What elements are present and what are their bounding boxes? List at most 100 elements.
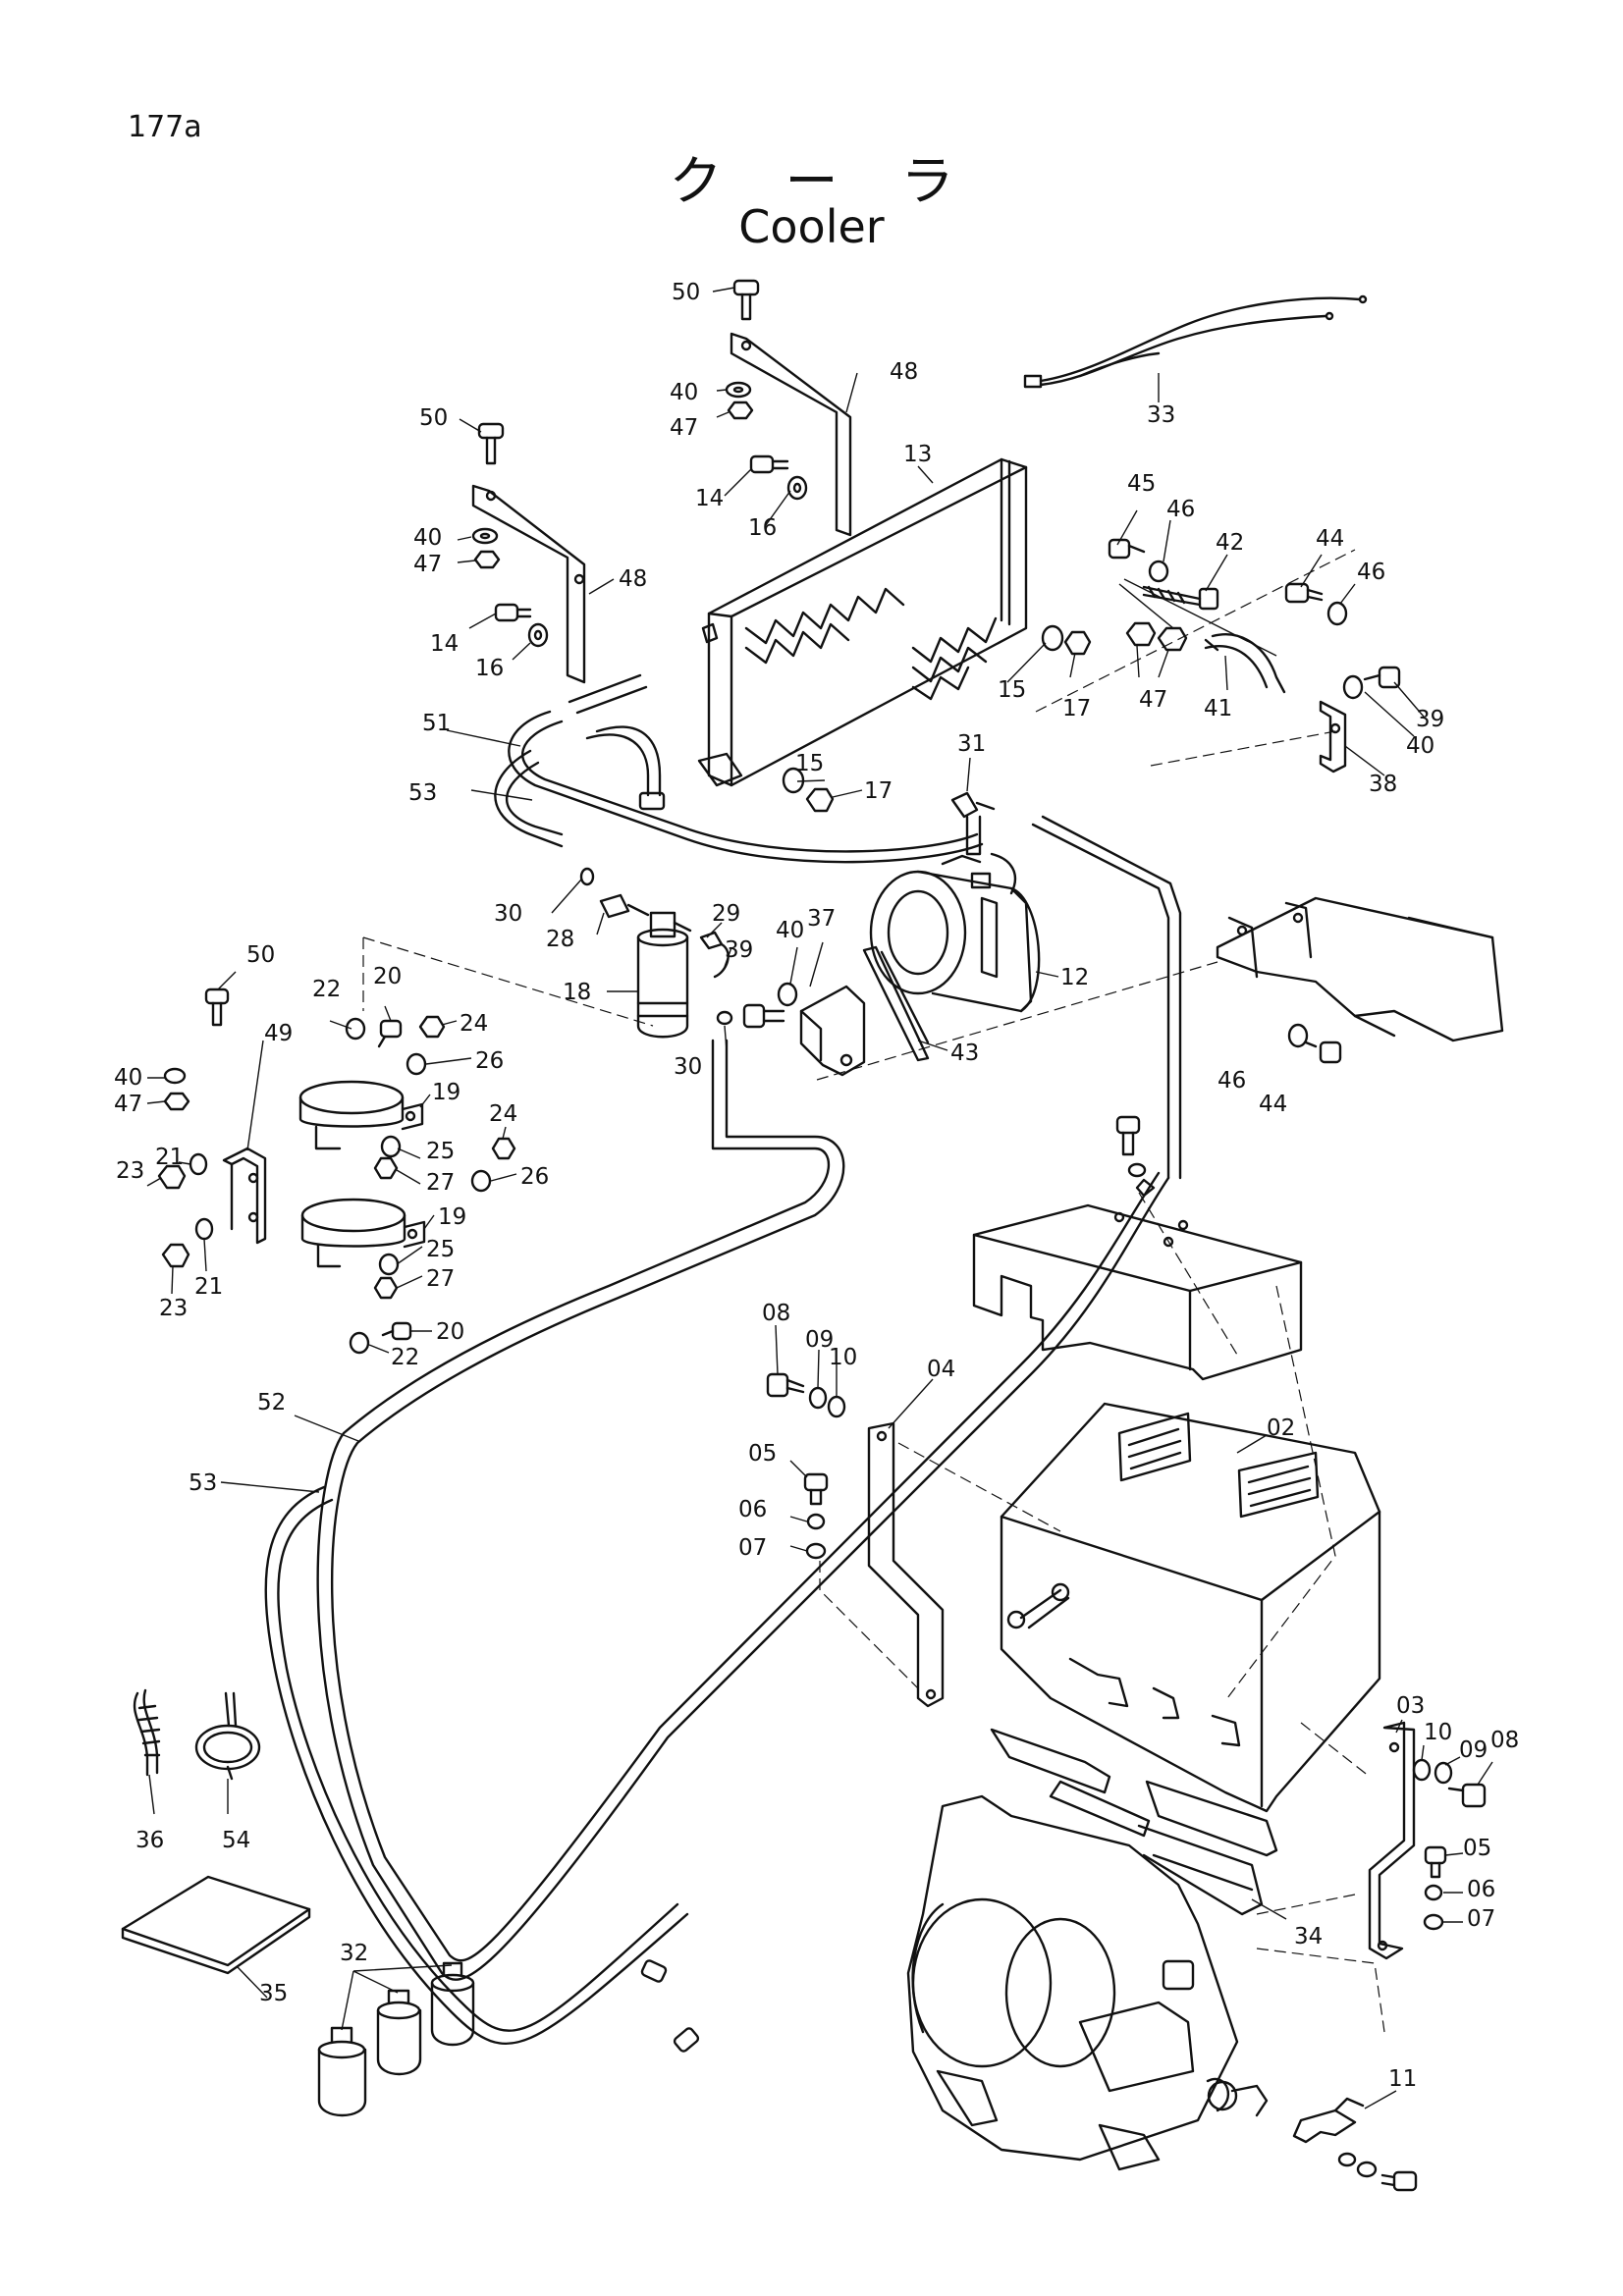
part-label: 53 [408,780,437,806]
nut-15-upper [1041,624,1064,652]
part-label: 26 [475,1048,504,1074]
part-label: 47 [670,415,698,441]
part-label: 27 [426,1266,455,1292]
evaporator-unit-02 [1000,1402,1381,1813]
wire-harness-33 [1023,294,1368,389]
part-label: 09 [1459,1737,1488,1763]
bolt-44-a [1284,582,1324,604]
washer-06-b [1424,1884,1443,1901]
bolt-39-compressor [742,1003,785,1029]
part-label: 24 [489,1101,517,1127]
washer-21-a [189,1152,208,1176]
part-label: 45 [1127,471,1156,497]
part-label: 54 [222,1828,250,1853]
part-label: 33 [1147,402,1175,428]
leader-lines [146,287,1493,2109]
washer-40-left [471,527,499,545]
part-label: 29 [712,901,740,927]
bolt-14-top [749,454,789,474]
part-label: 47 [1139,687,1167,713]
part-label: 03 [1396,1693,1425,1719]
part-label: 25 [426,1139,455,1164]
hose-53-lower [264,1485,700,2053]
nut-17-lower [805,787,835,813]
bolt-08-b [1447,1783,1487,1808]
part-label: 41 [1204,696,1232,721]
nut-24-a [418,1015,446,1039]
part-label: 16 [748,515,777,541]
fitting-28 [599,893,650,919]
part-label: 20 [436,1319,464,1345]
bolt-45 [1108,538,1146,560]
hose-52 [316,1039,1170,1981]
nut-27-a [373,1156,399,1180]
part-label: 06 [738,1497,767,1522]
part-label: 23 [116,1158,144,1184]
washer-25-a [380,1135,402,1158]
part-label: 13 [903,442,932,467]
blower-unit [906,1794,1269,2171]
part-label: 48 [619,566,647,592]
hose-53-upper [494,725,666,848]
washer-16-top [786,475,808,501]
unit-top-cover [972,1203,1303,1381]
part-label: 44 [1259,1092,1287,1117]
part-label: 51 [422,711,451,736]
bolt-20-b [381,1321,412,1341]
washer-40-compressor [777,982,798,1007]
part-number-labels: 50 40 47 48 33 13 14 16 50 40 47 48 14 1… [114,280,1519,2092]
dashed-reference-lines [362,549,1385,2033]
bolt-50-top [732,279,760,321]
part-label: 25 [426,1237,455,1262]
part-label: 15 [998,677,1026,703]
washer-40-clamp [163,1067,187,1085]
washer-25-b [378,1253,400,1276]
part-label: 44 [1316,526,1344,552]
bolt-20-a [377,1019,403,1048]
part-label: 31 [957,731,986,757]
part-label: 34 [1294,1924,1323,1949]
top-cover-screw [1115,1115,1156,1198]
part-label: 10 [1424,1720,1452,1745]
part-label: 40 [114,1065,142,1091]
washer-09-a [808,1386,828,1410]
nut-47-left [473,550,501,569]
bracket-11-and-fasteners [1292,2097,1418,2192]
receiver-dryer-18 [636,911,692,1039]
part-label: 19 [432,1080,460,1105]
part-label: 36 [135,1828,164,1853]
strap-41 [1204,633,1286,694]
condenser-core [697,457,1028,787]
part-label: 40 [776,918,804,943]
bracket-37 [799,985,866,1077]
washer-46-b [1326,601,1348,626]
nut-23-b [161,1243,190,1268]
nut-47-clamp [163,1092,190,1111]
washer-46-c [1287,1023,1309,1048]
nut-17-upper [1063,630,1092,656]
part-label: 05 [748,1441,777,1467]
nut-15-lower [782,767,805,794]
part-label: 39 [1416,707,1444,732]
part-label: 19 [438,1204,466,1230]
washer-26-a [406,1052,427,1076]
nut-47-top [727,400,754,420]
part-label: 38 [1369,772,1397,797]
washer-10-b [1412,1758,1432,1782]
washer-22-b [349,1331,370,1355]
part-label: 15 [795,751,824,776]
part-label: 46 [1217,1068,1246,1094]
part-label: 37 [807,906,836,932]
part-label: 48 [890,359,918,385]
part-label: 42 [1216,530,1244,556]
nut-23-a [157,1164,187,1190]
part-label: 50 [419,405,448,431]
bolt-39-upper [1363,666,1401,689]
part-label: 09 [805,1327,834,1353]
part-label: 23 [159,1296,188,1321]
washer-09-b [1434,1761,1453,1785]
nut-24-b [491,1137,516,1160]
part-label: 35 [259,1981,288,2006]
foam-pad-35 [121,1875,311,1975]
part-label: 22 [312,977,341,1002]
